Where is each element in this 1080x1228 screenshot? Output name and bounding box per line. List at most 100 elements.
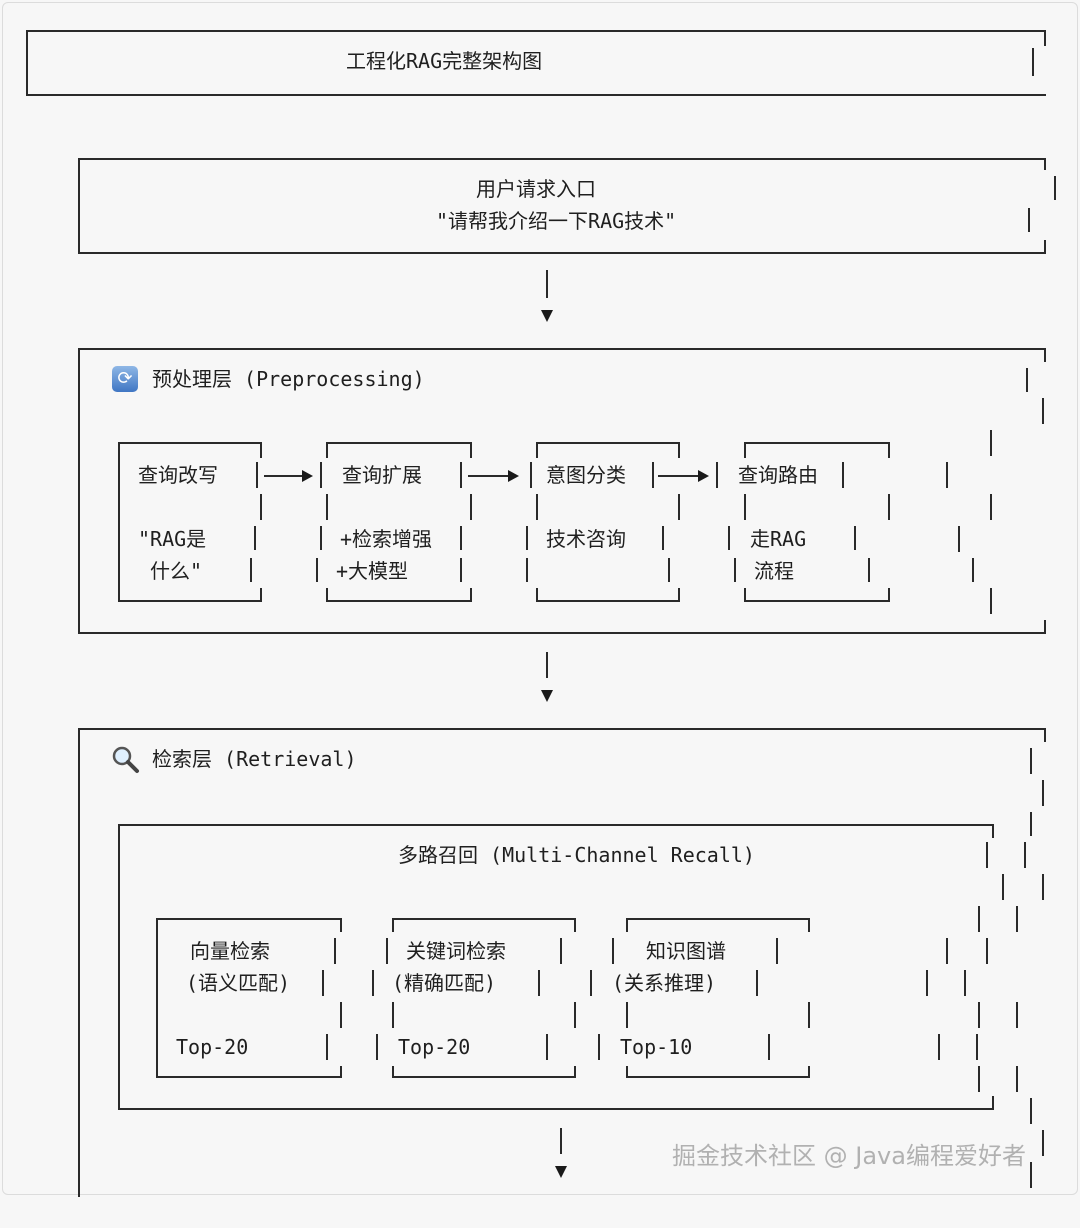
- channel-3-right-c: [756, 970, 758, 996]
- step-1-right-a: [260, 442, 262, 458]
- title-box-right-edge-inner: [1032, 48, 1034, 76]
- entry-box-left-edge: [78, 158, 80, 254]
- channel-1-name: 向量检索: [190, 939, 270, 963]
- channel-3-right-e: [768, 1034, 770, 1060]
- channel-2-topk: Top-20: [398, 1035, 471, 1059]
- step-4-right-f: [888, 588, 890, 602]
- step-2-right-a: [470, 442, 472, 458]
- step-3-left-c: [536, 494, 538, 520]
- step-3-right-b: [652, 462, 654, 488]
- channel-2-left-e: [376, 1034, 378, 1060]
- recall-right-edge-b: [1002, 874, 1004, 900]
- channel-1-desc: (语义匹配): [186, 971, 291, 995]
- step-1-right-c: [260, 494, 262, 520]
- step-3-right-a: [678, 442, 680, 458]
- retrieval-right-edge-m: [1042, 1130, 1044, 1156]
- preprocessing-right-edge-f: [958, 526, 960, 552]
- step-4-line2: 流程: [754, 559, 794, 583]
- preprocessing-right-edge: [1044, 348, 1046, 362]
- preprocessing-title: 预处理层 (Preprocessing): [152, 367, 425, 391]
- step-1-right-d: [254, 526, 256, 550]
- step-3-left-b: [530, 462, 532, 488]
- preprocessing-layer: [78, 348, 1046, 634]
- entry-box-right-edge-b: [1028, 208, 1030, 232]
- channel-2-right-a: [574, 918, 576, 932]
- channel-3-right-f: [808, 1066, 810, 1078]
- step-3-right-e: [668, 558, 670, 582]
- channel-3-left-d: [626, 1002, 628, 1028]
- preprocessing-right-edge-c: [990, 430, 992, 456]
- preprocessing-right-edge-h: [990, 588, 992, 614]
- step-2-right-d: [460, 526, 462, 550]
- watermark: 掘金技术社区 @ Java编程爱好者: [672, 1142, 1026, 1170]
- page-frame: [2, 2, 1078, 1195]
- step-4-name: 查询路由: [738, 463, 818, 487]
- step-2-left-a: [320, 462, 322, 488]
- step-4-left-d: [728, 526, 730, 550]
- channel-3-desc: (关系推理): [612, 971, 717, 995]
- retrieval-right-edge-c: [1030, 812, 1032, 836]
- step-1-name: 查询改写: [138, 463, 218, 487]
- step-box-intent-classification: [536, 442, 680, 602]
- channel-2-left-b: [386, 938, 388, 964]
- preprocessing-right-edge-a: [1026, 368, 1028, 392]
- channel-box-knowledge-graph: [626, 918, 810, 1078]
- recall-left-edge: [118, 824, 120, 1110]
- channel-1-right-c: [322, 970, 324, 996]
- retrieval-left-edge: [78, 728, 80, 1197]
- channel-2-right-d: [574, 1002, 576, 1028]
- retrieval-right-edge-f: [1016, 906, 1018, 932]
- step-4-left-c: [744, 494, 746, 520]
- step-4-left-b: [716, 462, 718, 488]
- flow-arrow-1-line: [546, 270, 548, 298]
- channel-1-right-f: [340, 1066, 342, 1078]
- step-arrow-1: [264, 475, 304, 477]
- channel-2-right-f: [574, 1066, 576, 1078]
- step-4-left-e: [734, 558, 736, 582]
- channel-3-left-a: [626, 918, 628, 932]
- channel-box-keyword: [392, 918, 576, 1078]
- preprocessing-right-edge-e: [990, 494, 992, 520]
- title-box-right-edge: [1044, 30, 1046, 46]
- step-3-left-d: [526, 526, 528, 550]
- channel-2-desc: (精确匹配): [392, 971, 497, 995]
- recall-title: 多路召回 (Multi-Channel Recall): [398, 843, 755, 867]
- recall-right-edge-a: [986, 842, 988, 868]
- retrieval-right-edge-a: [1030, 748, 1032, 774]
- step-box-query-expansion: [326, 442, 472, 602]
- channel-3-right-d: [808, 1002, 810, 1028]
- retrieval-right-edge-j: [976, 1034, 978, 1060]
- retrieval-right-edge-g: [986, 938, 988, 964]
- retrieval-right-edge-b: [1042, 780, 1044, 806]
- flow-arrow-2-head: [541, 690, 553, 702]
- channel-1-right-a: [340, 918, 342, 932]
- step-2-left-b: [326, 442, 328, 458]
- entry-box-right-edge-a: [1054, 176, 1056, 200]
- retrieval-right-edge-i: [1016, 1002, 1018, 1028]
- flow-arrow-3-head: [555, 1166, 567, 1178]
- step-4-right-e: [868, 558, 870, 582]
- retrieval-right-edge-l: [1030, 1098, 1032, 1124]
- step-2-right-b: [460, 462, 462, 488]
- channel-2-right-e: [546, 1034, 548, 1060]
- step-arrow-1-head: [302, 470, 313, 482]
- step-3-left-f: [536, 588, 538, 602]
- recall-right-edge: [992, 824, 994, 838]
- channel-2-left-a: [392, 918, 394, 932]
- flow-arrow-1-head: [541, 310, 553, 322]
- retrieval-right-edge: [1044, 728, 1046, 742]
- step-1-right-b: [256, 462, 258, 488]
- step-3-right-f: [678, 588, 680, 602]
- step-2-right-f: [470, 588, 472, 602]
- step-3-line1: 技术咨询: [546, 527, 626, 551]
- channel-1-topk: Top-20: [176, 1035, 249, 1059]
- step-4-line1: 走RAG: [750, 527, 807, 551]
- channel-2-right-c: [538, 970, 540, 996]
- step-box-query-rewrite: [118, 442, 262, 602]
- channel-2-name: 关键词检索: [406, 939, 506, 963]
- step-2-name: 查询扩展: [342, 463, 422, 487]
- channel-3-left-c: [590, 970, 592, 996]
- channel-1-left: [156, 918, 158, 1078]
- step-4-right-a: [888, 442, 890, 458]
- retrieval-title: 检索层 (Retrieval): [152, 747, 357, 771]
